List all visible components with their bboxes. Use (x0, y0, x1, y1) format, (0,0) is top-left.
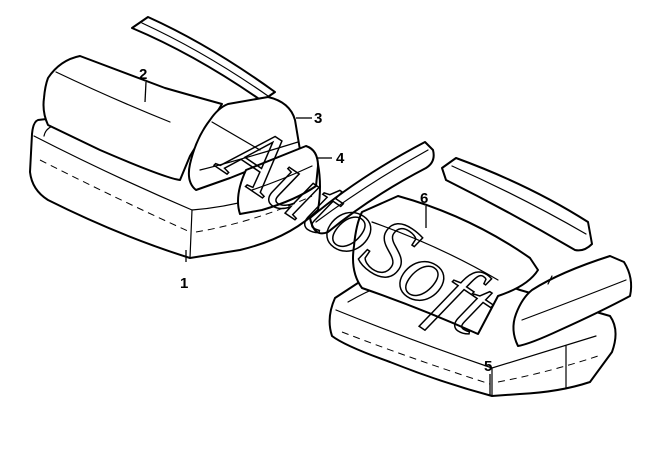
callout-number-6: 6 (420, 190, 428, 207)
callout-leaders (144, 81, 491, 396)
callout-number-4: 4 (336, 150, 345, 167)
callout-number-5: 5 (484, 358, 492, 375)
part-4-side-panel (237, 145, 319, 215)
part-6-seat-pad (352, 195, 539, 335)
part-rear-tube-bolster (441, 157, 593, 252)
part-rear-trim-strip (131, 16, 276, 102)
leader-2 (144, 81, 147, 103)
callout-number-2: 2 (139, 66, 147, 83)
right-assembly (309, 141, 633, 397)
part-left-tube-bolster (309, 141, 435, 235)
part-2-backrest-pad (42, 55, 223, 181)
part-front-right-bolster (512, 255, 633, 347)
left-assembly (29, 16, 321, 259)
callout-number-1: 1 (180, 275, 188, 292)
callout-number-3: 3 (314, 110, 322, 127)
callout-numbers: 1 2 3 4 5 6 (139, 66, 492, 375)
part-3-side-bolster (187, 96, 301, 191)
